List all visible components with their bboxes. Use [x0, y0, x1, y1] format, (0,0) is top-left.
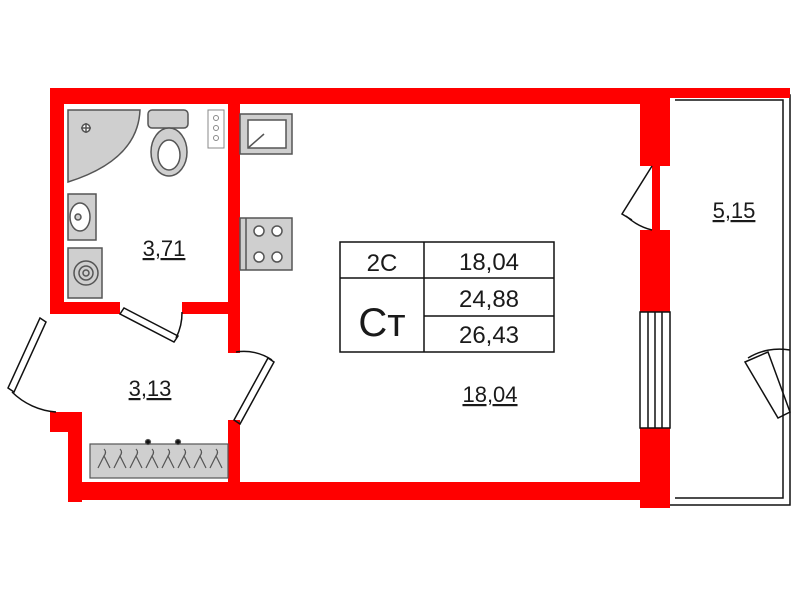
entrance-door [7, 316, 57, 413]
hanger-icon [113, 448, 127, 469]
walls [50, 88, 790, 508]
hall-area-label: 3,13 [129, 376, 172, 401]
wardrobe-hangers-icon [89, 438, 229, 479]
type-code: Ст [358, 301, 405, 345]
rooms-code: 2С [367, 250, 398, 277]
hanger-icon [177, 448, 191, 469]
side-door [620, 165, 653, 231]
balcony-area-label: 5,15 [713, 198, 756, 223]
hanger-icon [145, 448, 159, 469]
total-with-balcony: 26,43 [459, 322, 519, 349]
stove-icon [239, 217, 293, 271]
room-door [233, 350, 275, 426]
balcony-door [743, 348, 791, 419]
washing-machine-icon [67, 247, 103, 299]
vent-icon [207, 109, 225, 149]
hanger-icon [209, 448, 223, 469]
shower-icon [67, 109, 141, 184]
balcony-outline [668, 94, 791, 506]
main-room-area-label: 18,04 [462, 382, 517, 407]
washbasin-icon [67, 193, 97, 241]
hanger-icon [161, 448, 175, 469]
hanger-icon [129, 448, 143, 469]
window [639, 311, 671, 429]
total-area: 24,88 [459, 286, 519, 313]
bathroom-area-label: 3,71 [143, 236, 186, 261]
hanger-icon [97, 448, 111, 469]
hangers [97, 448, 223, 469]
apartment-info-table [339, 241, 555, 353]
hanger-icon [193, 448, 207, 469]
bathroom-door [118, 307, 183, 343]
living-area: 18,04 [459, 249, 519, 276]
kitchen-sink-icon [239, 113, 293, 155]
toilet-icon [147, 109, 189, 177]
